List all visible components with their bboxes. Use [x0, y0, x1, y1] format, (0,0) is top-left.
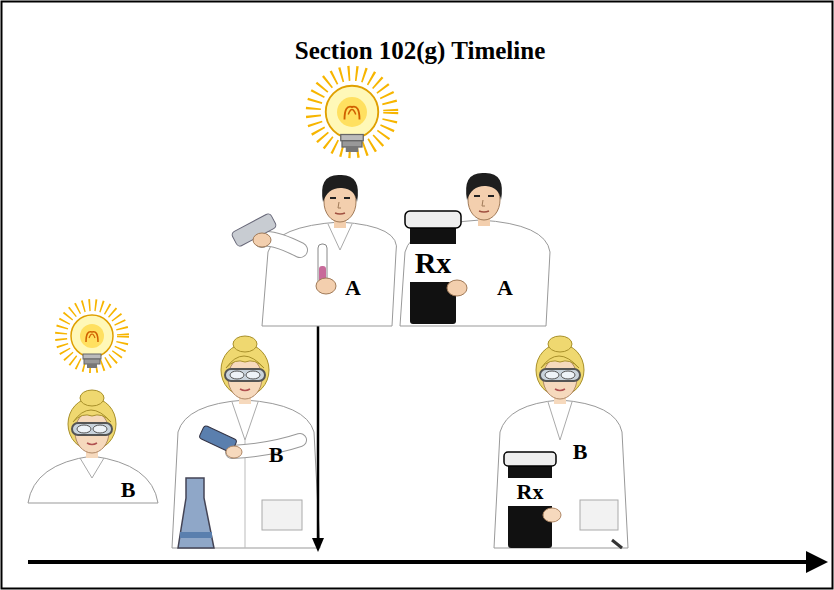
inventor-b-lab-work-part	[232, 402, 258, 440]
inventor-b-idea-part	[61, 305, 123, 368]
inventor-b-product-part	[580, 500, 618, 530]
timeline-axis-part	[806, 551, 828, 573]
diagram-title: Section 102(g) Timeline	[295, 38, 545, 63]
inventor-a-product-part	[447, 280, 467, 296]
inventor-b-product-part	[548, 402, 572, 440]
inventor-b-lab-work	[172, 336, 320, 548]
inventor-b-idea-part	[68, 390, 116, 458]
inventor-b-lab-work-part	[262, 500, 302, 530]
inventor-b-product	[494, 336, 628, 548]
inventor-a-product	[400, 173, 550, 326]
inventor-a-test-part	[253, 233, 271, 247]
timeline-axis-part	[28, 560, 810, 564]
inventor-b-idea-part	[28, 456, 158, 503]
inventor-b-product-part	[543, 508, 561, 522]
inventor-b-product-part	[504, 452, 556, 466]
date-marker-arrow-part	[312, 538, 324, 552]
party-letter: B	[121, 479, 136, 501]
inventor-a-test-part	[262, 222, 397, 326]
party-letter: B	[269, 444, 284, 466]
inventor-b-idea-part	[80, 458, 104, 478]
inventor-a-test	[231, 73, 397, 326]
inventor-b-product-part	[494, 400, 628, 548]
inventor-b-product-part	[536, 336, 584, 404]
inventor-a-test-part	[322, 175, 358, 228]
inventor-b-lab-work-part	[172, 400, 320, 548]
inventor-b-lab-work-part	[226, 446, 242, 458]
inventor-a-product-part	[405, 211, 461, 228]
inventor-b-lab-work-part	[221, 336, 269, 404]
date-marker-arrow-part	[317, 322, 320, 540]
inventor-a-product-part	[466, 173, 502, 226]
inventor-a-test-part	[313, 73, 391, 152]
party-letter: B	[573, 441, 588, 463]
rx-mark: Rx	[517, 481, 544, 503]
inventor-b-lab-work-part	[178, 478, 214, 548]
inventor-b-product-part	[612, 540, 622, 548]
inventor-b-lab-work-part	[180, 532, 212, 538]
inventor-b-idea	[28, 305, 158, 503]
date-marker-arrow	[312, 322, 324, 552]
inventor-a-product-part	[400, 220, 550, 326]
inventor-b-product-part	[508, 478, 552, 506]
inventor-b-lab-work-part	[232, 440, 300, 452]
inventor-b-product-part	[508, 463, 552, 548]
party-letter: A	[497, 277, 513, 299]
rx-mark: Rx	[415, 248, 452, 278]
inventor-a-product-part	[410, 244, 456, 282]
timeline-axis	[28, 551, 828, 573]
party-letter: A	[345, 277, 361, 299]
inventor-a-test-part	[231, 213, 277, 248]
inventor-a-test-part	[316, 278, 336, 294]
inventor-b-lab-work-part	[232, 440, 300, 452]
inventor-a-product-part	[410, 224, 456, 324]
